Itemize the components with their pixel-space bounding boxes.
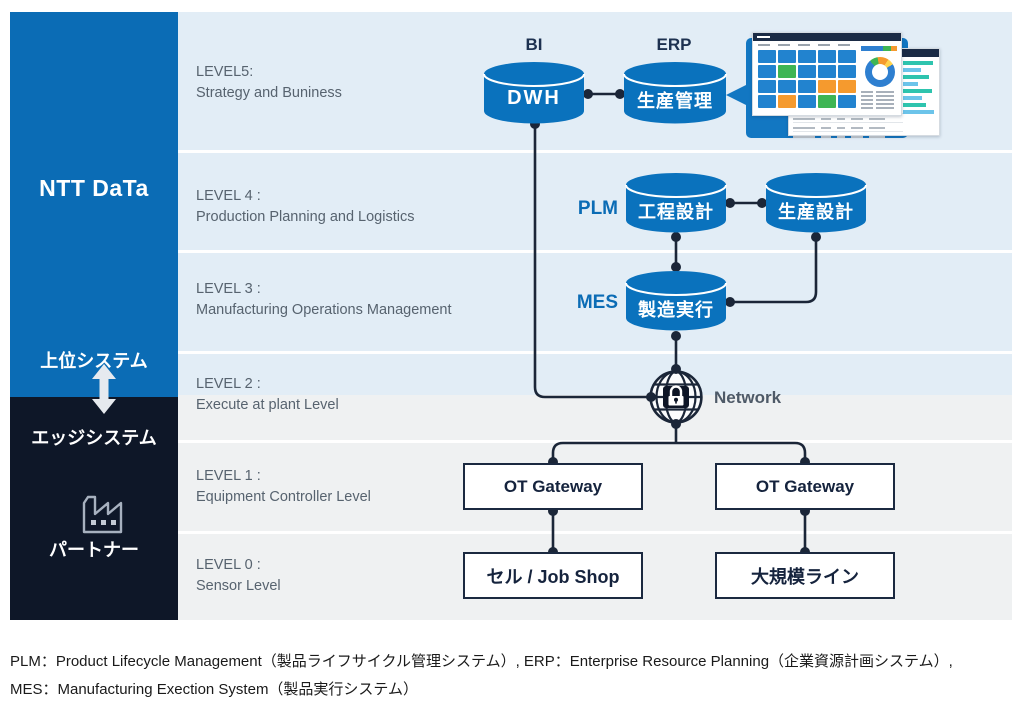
- mini-column-headers: [758, 44, 856, 46]
- lock-icon: [663, 385, 689, 408]
- kpi-tile: [838, 65, 856, 78]
- ntt-data-logo: NTT DaTa: [39, 175, 149, 201]
- level5-label: LEVEL5: Strategy and Buniness: [196, 64, 342, 101]
- erp-label: ERP: [656, 35, 692, 54]
- level2-label: LEVEL 2 : Execute at plant Level: [196, 376, 339, 413]
- kpi-tile: [838, 50, 856, 63]
- upper-system-label: 上位システム: [40, 351, 148, 371]
- kpi-tile: [758, 50, 776, 63]
- dashboard-front-panel: [752, 32, 902, 116]
- mini-table-rows: [793, 113, 903, 140]
- level1-label: LEVEL 1 : Equipment Controller Level: [196, 468, 371, 505]
- connector-dots: [530, 89, 821, 557]
- kpi-tile: [778, 80, 796, 93]
- kpi-tile: [758, 95, 776, 108]
- mini-stacked-bar: [861, 46, 897, 51]
- kpi-tile: [818, 50, 836, 63]
- ot-gateway-right-box: OT Gateway: [715, 463, 895, 510]
- cylinder-shape: [765, 173, 867, 233]
- production-design-label: 生産設計: [778, 202, 854, 222]
- production-mgmt-label: 生産管理: [637, 91, 713, 111]
- dwh-cylinder: DWH: [483, 61, 585, 125]
- mes-label: MES: [576, 292, 618, 313]
- edge-system-label: エッジシステム: [31, 428, 157, 448]
- level0-label: LEVEL 0 : Sensor Level: [196, 557, 281, 594]
- kpi-tile: [798, 65, 816, 78]
- bi-label: BI: [525, 35, 543, 54]
- up-down-arrow-icon: [92, 364, 116, 414]
- footer-abbreviations-line2: MES：Manufacturing Exection System（製品実行シス…: [10, 681, 418, 698]
- production-mgmt-cylinder: 生産管理: [623, 61, 727, 125]
- kpi-tile: [838, 80, 856, 93]
- cylinder-shape: [623, 62, 727, 124]
- kpi-tile: [758, 80, 776, 93]
- kpi-tile: [818, 80, 836, 93]
- kpi-tile: [838, 95, 856, 108]
- speech-bubble-tail: [726, 84, 748, 106]
- sidebar-upper-section: [10, 12, 178, 397]
- process-design-cylinder: 工程設計: [625, 172, 727, 234]
- network-label: Network: [714, 388, 782, 407]
- kpi-tile: [798, 80, 816, 93]
- footer-abbreviations-line1: PLM：Product Lifecycle Management（製品ライフサイ…: [10, 653, 953, 670]
- large-line-box: 大規模ライン: [715, 552, 895, 599]
- kpi-tile-grid: [758, 50, 856, 108]
- kpi-tile: [798, 50, 816, 63]
- kpi-tile: [798, 95, 816, 108]
- kpi-tile: [778, 95, 796, 108]
- partner-label: パートナー: [49, 540, 139, 560]
- kpi-tile: [818, 65, 836, 78]
- mini-legend-lines: [861, 91, 894, 111]
- level4-label: LEVEL 4 : Production Planning and Logist…: [196, 188, 415, 225]
- kpi-tile: [758, 65, 776, 78]
- cell-jobshop-box: セル / Job Shop: [463, 552, 643, 599]
- manufacturing-exec-label: 製造実行: [638, 300, 714, 320]
- manufacturing-exec-cylinder: 製造実行: [625, 270, 727, 332]
- sidebar: NTT DaTa 上位システム エッジシステム パートナー: [10, 12, 178, 620]
- factory-icon: [82, 495, 123, 534]
- donut-hole: [872, 64, 888, 80]
- kpi-tile: [778, 50, 796, 63]
- band-level4: LEVEL 4 : Production Planning and Logist…: [178, 153, 1012, 250]
- cylinder-shape: [625, 173, 727, 233]
- plm-label: PLM: [577, 198, 618, 219]
- ot-gateway-left-box: OT Gateway: [463, 463, 643, 510]
- production-design-cylinder: 生産設計: [765, 172, 867, 234]
- kpi-tile: [818, 95, 836, 108]
- band-level3: LEVEL 3 : Manufacturing Operations Manag…: [178, 253, 1012, 351]
- dwh-label: DWH: [507, 87, 561, 109]
- level3-label: LEVEL 3 : Manufacturing Operations Manag…: [196, 281, 452, 318]
- mini-donut-chart: [865, 57, 895, 87]
- mini-bar-chart: [903, 61, 935, 117]
- kpi-tile: [778, 65, 796, 78]
- mini-window-header: [753, 33, 901, 41]
- process-design-label: 工程設計: [638, 202, 714, 222]
- cylinder-shape: [483, 62, 585, 124]
- cylinder-shape: [625, 271, 727, 331]
